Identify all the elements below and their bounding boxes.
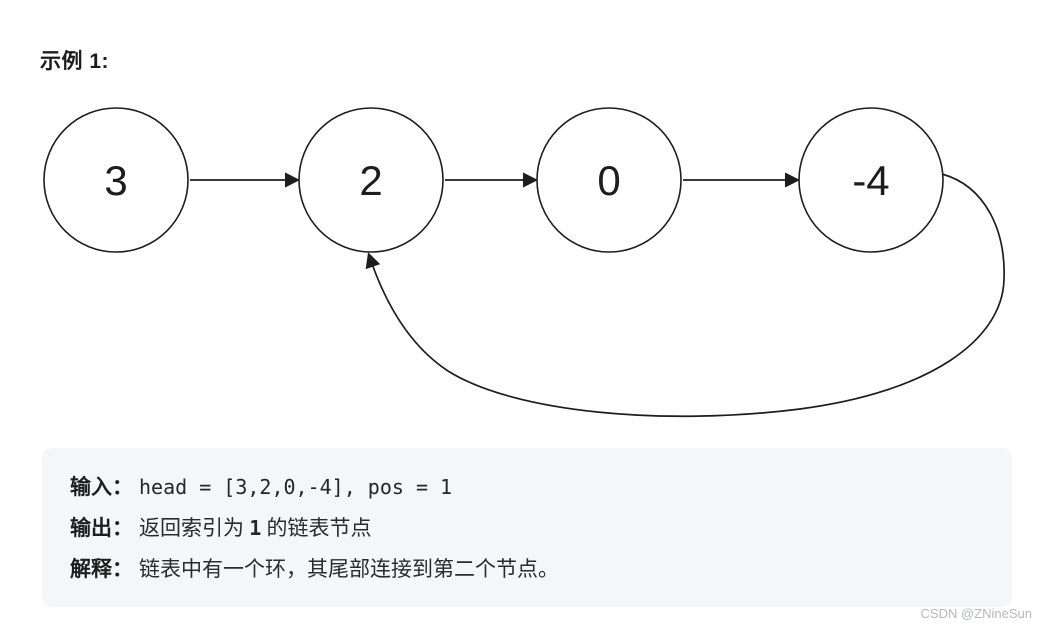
node-value: 0	[597, 157, 620, 204]
output-code-value: 1	[249, 516, 262, 540]
output-label: 输出：	[70, 516, 133, 540]
watermark: CSDN @ZNineSun	[920, 606, 1032, 621]
explanation-label: 解释：	[70, 557, 133, 581]
input-value: head = [3,2,0,-4], pos = 1	[139, 475, 453, 499]
example-input-line: 输入：head = [3,2,0,-4], pos = 1	[70, 467, 984, 508]
output-text-suffix: 的链表节点	[261, 516, 372, 540]
example-output-line: 输出：返回索引为 1 的链表节点	[70, 508, 984, 549]
output-text-prefix: 返回索引为	[139, 516, 250, 540]
example-block: 输入：head = [3,2,0,-4], pos = 1 输出：返回索引为 1…	[42, 448, 1012, 607]
example-heading: 示例 1:	[40, 50, 110, 73]
node-value: 2	[359, 157, 382, 204]
example-explanation-line: 解释：链表中有一个环，其尾部连接到第二个节点。	[70, 549, 984, 590]
node-circle	[43, 107, 189, 253]
explanation-value: 链表中有一个环，其尾部连接到第二个节点。	[139, 557, 559, 581]
cycle-pointer-arrow	[365, 173, 1005, 418]
input-label: 输入：	[70, 475, 133, 499]
node-value: -4	[852, 157, 889, 204]
node-value: 3	[104, 157, 127, 204]
